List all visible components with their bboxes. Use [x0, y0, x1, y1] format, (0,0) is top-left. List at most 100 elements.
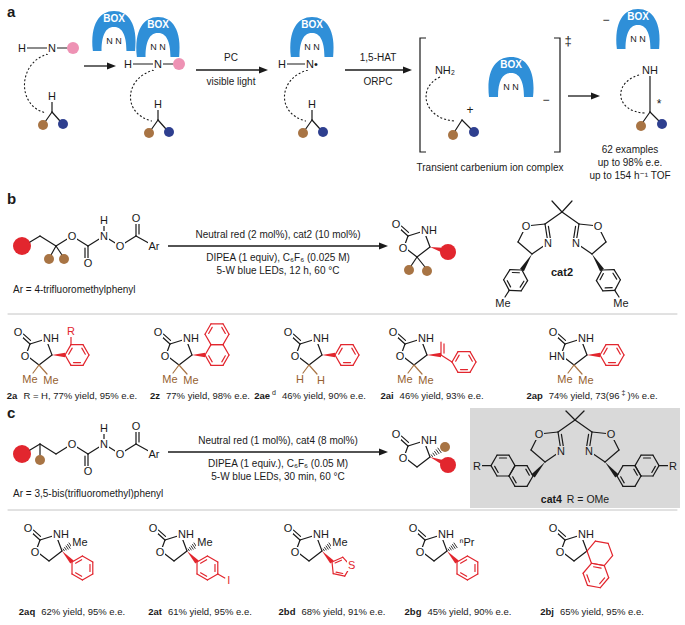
compound-number: 2at — [147, 607, 163, 617]
substituent-label: Me — [494, 298, 511, 309]
hashed-bond — [448, 549, 449, 551]
wedge-bond — [605, 462, 619, 477]
ring-bond — [618, 345, 624, 355]
wedge-bond — [427, 353, 441, 358]
panel-letter: a — [6, 4, 16, 19]
substituent-label: ⁿPr — [458, 537, 475, 548]
ring-bond — [209, 327, 213, 333]
yield-text: )% e.e. — [626, 391, 658, 401]
atom-label: NH — [177, 529, 195, 540]
ring-bond — [207, 574, 217, 580]
ring-bond — [604, 566, 608, 578]
arrow-head — [107, 63, 116, 70]
atom-label: O — [521, 221, 532, 232]
substituent-label: R — [668, 461, 678, 472]
atom-label: O — [283, 523, 294, 534]
reaction-arrow — [168, 451, 381, 452]
atom-label: N• — [305, 59, 319, 70]
substituent-label: H — [316, 375, 326, 386]
double-bond — [402, 436, 409, 442]
atom-label: H — [123, 59, 133, 70]
ring-bond — [211, 323, 223, 324]
hashed-bond — [435, 451, 437, 454]
bond — [605, 450, 619, 462]
ligand-name: BOX — [288, 20, 336, 30]
ring-bond — [76, 573, 82, 577]
wedge-bond — [587, 353, 600, 358]
double-bond — [138, 224, 139, 234]
ligand-name: BOX — [134, 20, 182, 30]
atom-label: O — [283, 327, 294, 338]
ring-bond — [594, 567, 601, 568]
bond — [39, 355, 52, 365]
substituent-dot — [422, 266, 432, 276]
atom-label: O — [593, 221, 604, 232]
atom-label: N — [543, 238, 553, 249]
box-ligand-blob: BOXN N — [134, 16, 182, 58]
atom-label: O — [290, 547, 301, 558]
ligand-name: BOX — [614, 12, 662, 22]
atom-label: NH — [52, 529, 70, 540]
yield-text: 68% yield, 91% e.e. — [300, 607, 386, 617]
ring-bond — [605, 287, 612, 288]
yield-text: 74% yield, 73(96 — [548, 391, 621, 401]
atom-label: O — [606, 429, 617, 440]
ring-bond — [76, 560, 82, 564]
substituent-dot — [657, 119, 667, 129]
double-bond — [159, 530, 166, 536]
ring-bond — [460, 369, 467, 370]
atom-label: O — [23, 523, 34, 534]
bond — [562, 201, 572, 212]
ring-bond — [509, 290, 521, 292]
ring-bond — [526, 469, 530, 475]
double-bond — [34, 530, 41, 536]
condition-text: visible light — [206, 77, 257, 87]
ring-bond — [603, 290, 615, 292]
ring-bond — [600, 345, 606, 355]
ring-bond — [583, 563, 591, 573]
substituent-label: Me — [182, 375, 199, 386]
double-bond — [294, 530, 301, 536]
atom-label: N — [556, 446, 566, 457]
substituent-dot — [13, 237, 31, 255]
ring-bond — [509, 466, 515, 476]
tether-dashed — [621, 74, 645, 113]
ring-bond — [353, 345, 359, 355]
condition-text: Neutral red (2 mol%), cat2 (10 mol%) — [194, 230, 361, 240]
substituent-label: Me — [417, 375, 434, 386]
ring-bond — [205, 345, 211, 355]
bond — [441, 355, 452, 362]
substituent-dot — [144, 128, 154, 138]
compound-number: 2ap — [525, 391, 543, 401]
bond — [414, 355, 427, 365]
ring-bond — [512, 272, 519, 273]
bond — [57, 47, 67, 48]
atom-label: O — [131, 421, 142, 432]
ring-bond — [491, 455, 497, 465]
ring-bond — [335, 560, 341, 563]
hashed-bond — [450, 547, 452, 549]
atom-label: NH — [577, 529, 595, 540]
substituent-dot — [448, 130, 458, 140]
double-bond — [84, 248, 85, 258]
atom-label: NH — [437, 529, 455, 540]
ring-bond — [652, 466, 656, 472]
reaction-arrow — [345, 69, 405, 70]
bond — [417, 457, 430, 467]
donor-atoms: N N — [614, 35, 662, 44]
bond — [574, 551, 587, 561]
bond — [174, 551, 187, 561]
ring-bond — [222, 327, 226, 333]
atom-label: O — [395, 351, 406, 362]
hashed-bond — [66, 546, 68, 549]
ligand-name: BOX — [90, 14, 138, 24]
compound-caption: 2ap74% yield, 73(96‡)% e.e. — [525, 391, 658, 401]
ring-bond — [223, 334, 229, 344]
atom-label: O — [415, 547, 426, 558]
bond — [574, 355, 587, 365]
ring-bond — [477, 562, 478, 574]
ring-bond — [223, 345, 229, 355]
bond — [158, 120, 166, 129]
atom-label: O — [398, 243, 409, 254]
